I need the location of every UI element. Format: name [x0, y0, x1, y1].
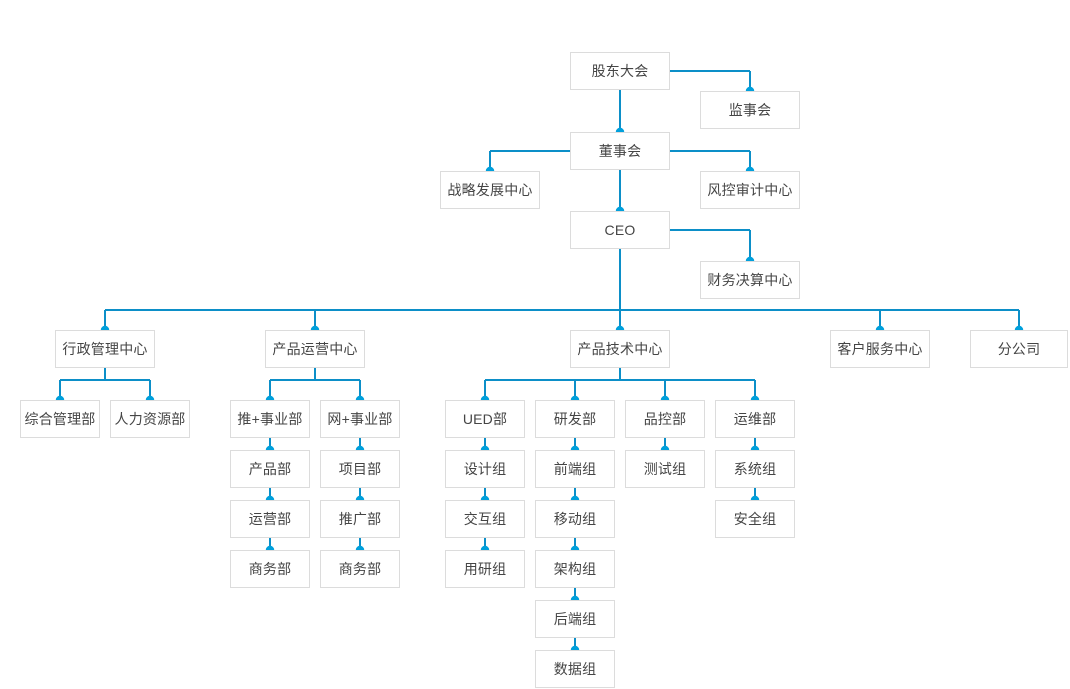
- org-node[interactable]: 商务部: [320, 550, 400, 588]
- org-node[interactable]: 安全组: [715, 500, 795, 538]
- org-node-label: 产品运营中心: [272, 341, 358, 357]
- org-node[interactable]: 前端组: [535, 450, 615, 488]
- org-node-label: 设计组: [463, 461, 507, 477]
- org-node[interactable]: 股东大会: [570, 52, 670, 90]
- org-node[interactable]: 品控部: [625, 400, 705, 438]
- org-node-label: 行政管理中心: [62, 341, 148, 357]
- org-node-label: 研发部: [553, 411, 597, 427]
- org-node-label: 股东大会: [591, 63, 649, 79]
- org-node-label: 产品技术中心: [577, 341, 663, 357]
- org-node[interactable]: 财务决算中心: [700, 261, 800, 299]
- org-node[interactable]: 项目部: [320, 450, 400, 488]
- org-node[interactable]: 交互组: [445, 500, 525, 538]
- org-node[interactable]: 战略发展中心: [440, 171, 540, 209]
- org-node[interactable]: 设计组: [445, 450, 525, 488]
- org-node[interactable]: 数据组: [535, 650, 615, 688]
- org-node-label: 网+事业部: [327, 411, 393, 427]
- org-node-label: 运营部: [248, 511, 292, 527]
- org-node[interactable]: 风控审计中心: [700, 171, 800, 209]
- org-node[interactable]: 监事会: [700, 91, 800, 129]
- org-node-label: 风控审计中心: [707, 182, 793, 198]
- org-node[interactable]: 综合管理部: [20, 400, 100, 438]
- org-node-label: 商务部: [338, 561, 382, 577]
- org-node-label: 监事会: [728, 102, 772, 118]
- org-node-label: 董事会: [598, 143, 642, 159]
- org-node-label: 推广部: [338, 511, 382, 527]
- org-node-label: 推+事业部: [237, 411, 303, 427]
- org-node-label: 用研组: [463, 561, 507, 577]
- org-node-label: 数据组: [553, 661, 597, 677]
- org-node[interactable]: 用研组: [445, 550, 525, 588]
- org-node-label: 战略发展中心: [447, 182, 533, 198]
- org-node-label: 综合管理部: [24, 411, 96, 427]
- org-node-label: 移动组: [553, 511, 597, 527]
- org-node[interactable]: 移动组: [535, 500, 615, 538]
- org-node-label: 后端组: [553, 611, 597, 627]
- org-node-label: 人力资源部: [114, 411, 186, 427]
- org-node-label: UED部: [462, 411, 508, 427]
- org-node-label: CEO: [604, 222, 636, 238]
- org-node[interactable]: 商务部: [230, 550, 310, 588]
- org-node[interactable]: 后端组: [535, 600, 615, 638]
- org-node[interactable]: 产品技术中心: [570, 330, 670, 368]
- org-node[interactable]: 运维部: [715, 400, 795, 438]
- org-node-label: 系统组: [733, 461, 777, 477]
- org-node[interactable]: 分公司: [970, 330, 1068, 368]
- org-node[interactable]: 网+事业部: [320, 400, 400, 438]
- org-node[interactable]: 人力资源部: [110, 400, 190, 438]
- org-node-label: 架构组: [553, 561, 597, 577]
- org-node[interactable]: 测试组: [625, 450, 705, 488]
- org-node-label: 项目部: [338, 461, 382, 477]
- org-node[interactable]: 运营部: [230, 500, 310, 538]
- org-node-label: 前端组: [553, 461, 597, 477]
- org-node[interactable]: 研发部: [535, 400, 615, 438]
- org-node[interactable]: 推+事业部: [230, 400, 310, 438]
- org-node-label: 商务部: [248, 561, 292, 577]
- org-node-label: 安全组: [733, 511, 777, 527]
- org-node[interactable]: 客户服务中心: [830, 330, 930, 368]
- org-node[interactable]: UED部: [445, 400, 525, 438]
- org-node-label: 测试组: [643, 461, 687, 477]
- org-node-label: 品控部: [643, 411, 687, 427]
- org-node[interactable]: CEO: [570, 211, 670, 249]
- org-node[interactable]: 推广部: [320, 500, 400, 538]
- org-node-label: 交互组: [463, 511, 507, 527]
- org-node-label: 客户服务中心: [837, 341, 923, 357]
- org-node-label: 产品部: [248, 461, 292, 477]
- org-node[interactable]: 产品部: [230, 450, 310, 488]
- org-node[interactable]: 系统组: [715, 450, 795, 488]
- org-node[interactable]: 行政管理中心: [55, 330, 155, 368]
- org-node-label: 财务决算中心: [707, 272, 793, 288]
- org-node-label: 分公司: [997, 341, 1041, 357]
- org-node[interactable]: 董事会: [570, 132, 670, 170]
- org-node[interactable]: 产品运营中心: [265, 330, 365, 368]
- org-node[interactable]: 架构组: [535, 550, 615, 588]
- org-node-label: 运维部: [733, 411, 777, 427]
